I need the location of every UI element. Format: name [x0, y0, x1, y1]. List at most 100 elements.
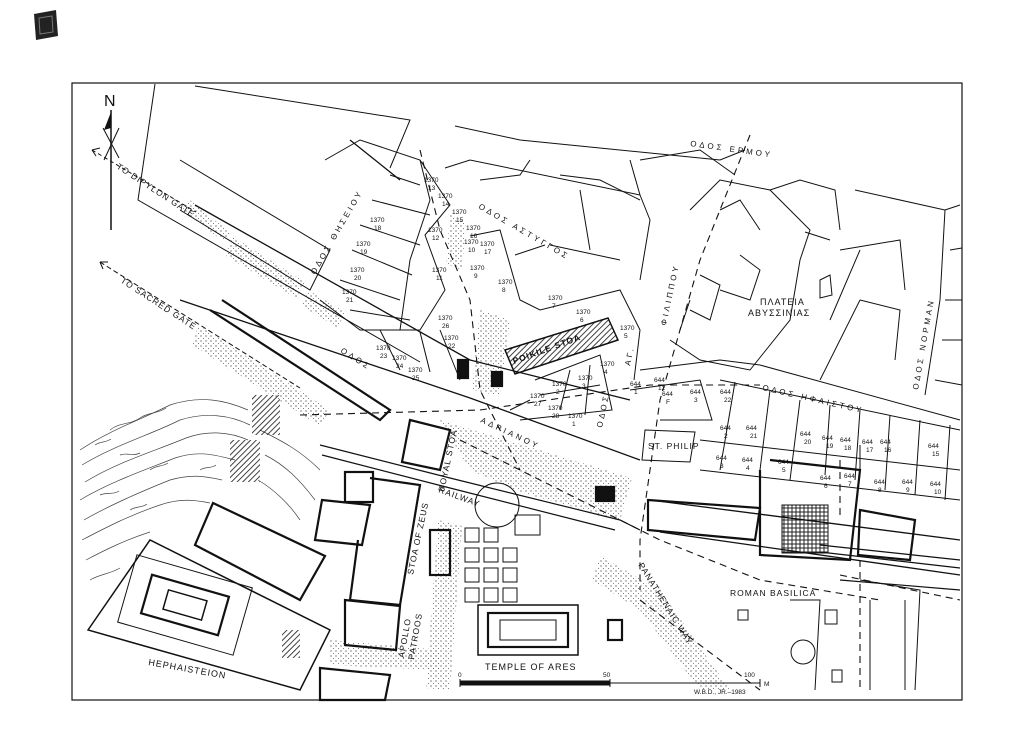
block-number-top: 644	[654, 377, 665, 384]
block-number-bottom: 17	[866, 447, 874, 454]
block-number-top: 1370	[392, 355, 407, 362]
block-number-top: 1370	[432, 267, 447, 274]
block-number-top: 644	[844, 473, 855, 480]
hatched-strip-3	[282, 630, 300, 658]
block-number-bottom: 15	[456, 217, 464, 224]
block-number-bottom: 19	[826, 443, 834, 450]
block-number-top: 1370	[376, 345, 391, 352]
block-number-bottom: 9	[474, 273, 478, 280]
block-number-top: 1370	[356, 241, 371, 248]
railway-line	[319, 444, 961, 591]
block-number-bottom: 1	[572, 421, 576, 428]
block-number-top: 644	[778, 459, 789, 466]
block-number-top: 1370	[480, 241, 495, 248]
direction-arrows	[91, 147, 301, 389]
main-streets	[179, 139, 961, 576]
modern-city-blocks	[137, 83, 963, 501]
block-number-top: 1370	[548, 405, 563, 412]
block-number-bottom: 9	[906, 487, 910, 494]
scale-unit: M	[764, 681, 769, 688]
block-number-bottom: 1	[634, 389, 638, 396]
building-foundations	[464, 482, 921, 691]
roman-basilica-court	[781, 504, 829, 554]
north-label: N	[104, 93, 116, 110]
map-frame	[71, 82, 963, 701]
block-number-bottom: 10	[468, 247, 476, 254]
block-number-top: 1370	[452, 209, 467, 216]
poikile-stoa-shape	[503, 317, 620, 375]
block-number-bottom: 16	[884, 447, 892, 454]
street-ag-philippou-b: ΑΓ.	[623, 345, 636, 367]
block-number-bottom: 3	[694, 397, 698, 404]
block-number-top: 1370	[620, 325, 635, 332]
block-number-bottom: 24	[396, 363, 404, 370]
block-number-top: 1370	[464, 239, 479, 246]
block-number-top: 1370	[424, 177, 439, 184]
block-number-top: 1370	[408, 367, 423, 374]
block-number-bottom: 20	[354, 275, 362, 282]
block-number-bottom: 4	[604, 369, 608, 376]
block-number-bottom: 8	[878, 487, 882, 494]
scale-zero: 0	[458, 672, 462, 679]
archive-stamp-icon	[30, 8, 60, 42]
block-number-bottom: 22	[448, 343, 456, 350]
block-number-top: 644	[746, 425, 757, 432]
north-arrow-icon	[102, 110, 120, 230]
block-number-bottom: F	[666, 399, 670, 406]
block-number-top: 1370	[578, 375, 593, 382]
block-number-top: 644	[880, 439, 891, 446]
block-number-bottom: 10	[934, 489, 942, 496]
block-number-top: 1370	[548, 295, 563, 302]
block-number-bottom: 7	[552, 303, 556, 310]
block-number-bottom: 26	[442, 323, 450, 330]
block-number-top: 1370	[600, 361, 615, 368]
block-number-top: 1370	[552, 381, 567, 388]
hephaisteion-temple	[86, 539, 332, 691]
block-number-top: 644	[820, 475, 831, 482]
block-numbers: 1370131370141370151370161370171370181370…	[342, 177, 942, 496]
credit-label: W.B.D., JR.–1983	[694, 689, 746, 696]
block-number-top: 644	[902, 479, 913, 486]
block-number-top: 644	[742, 457, 753, 464]
block-number-top: 644	[874, 479, 885, 486]
block-number-top: 1370	[444, 335, 459, 342]
excavated-dotted-areas	[182, 200, 730, 690]
block-number-bottom: 16	[470, 233, 478, 240]
block-number-bottom: 27	[534, 401, 542, 408]
block-number-top: 644	[840, 437, 851, 444]
plateia-label-2: ΑΒΥΣΣΙΝΙΑΣ	[748, 308, 810, 318]
st-philip-label: ST. PHILIP	[648, 441, 700, 451]
temple-of-ares-label: TEMPLE OF ARES	[485, 662, 577, 672]
hatched-strip-2	[230, 440, 260, 482]
block-number-bottom: 3	[720, 463, 724, 470]
block-number-bottom: 21	[750, 433, 758, 440]
block-number-bottom: 3	[582, 383, 586, 390]
block-number-top: 1370	[438, 193, 453, 200]
block-number-top: 1370	[370, 217, 385, 224]
block-number-top: 644	[690, 389, 701, 396]
block-number-bottom: 17	[484, 249, 492, 256]
block-number-bottom: 8	[502, 287, 506, 294]
block-number-bottom: 25	[412, 375, 420, 382]
scale-hundred: 100	[744, 672, 755, 679]
hatched-strip-1	[252, 395, 280, 435]
block-number-bottom: 12	[432, 235, 440, 242]
scale-bar	[459, 679, 761, 687]
block-number-top: 1370	[530, 393, 545, 400]
block-number-bottom: 23	[380, 353, 388, 360]
block-number-top: 644	[930, 481, 941, 488]
block-number-top: 644	[822, 435, 833, 442]
block-number-top: 644	[928, 443, 939, 450]
block-number-bottom: 15	[932, 451, 940, 458]
temple-of-ares	[477, 604, 579, 656]
block-number-top: 1370	[470, 265, 485, 272]
block-number-top: 1370	[568, 413, 583, 420]
block-number-bottom: 5	[624, 333, 628, 340]
block-number-bottom: 6	[824, 483, 828, 490]
block-number-bottom: 6	[580, 317, 584, 324]
block-number-bottom: 22	[724, 397, 732, 404]
block-number-top: 1370	[498, 279, 513, 286]
block-number-bottom: 4	[746, 465, 750, 472]
scale-fifty: 50	[603, 672, 611, 679]
